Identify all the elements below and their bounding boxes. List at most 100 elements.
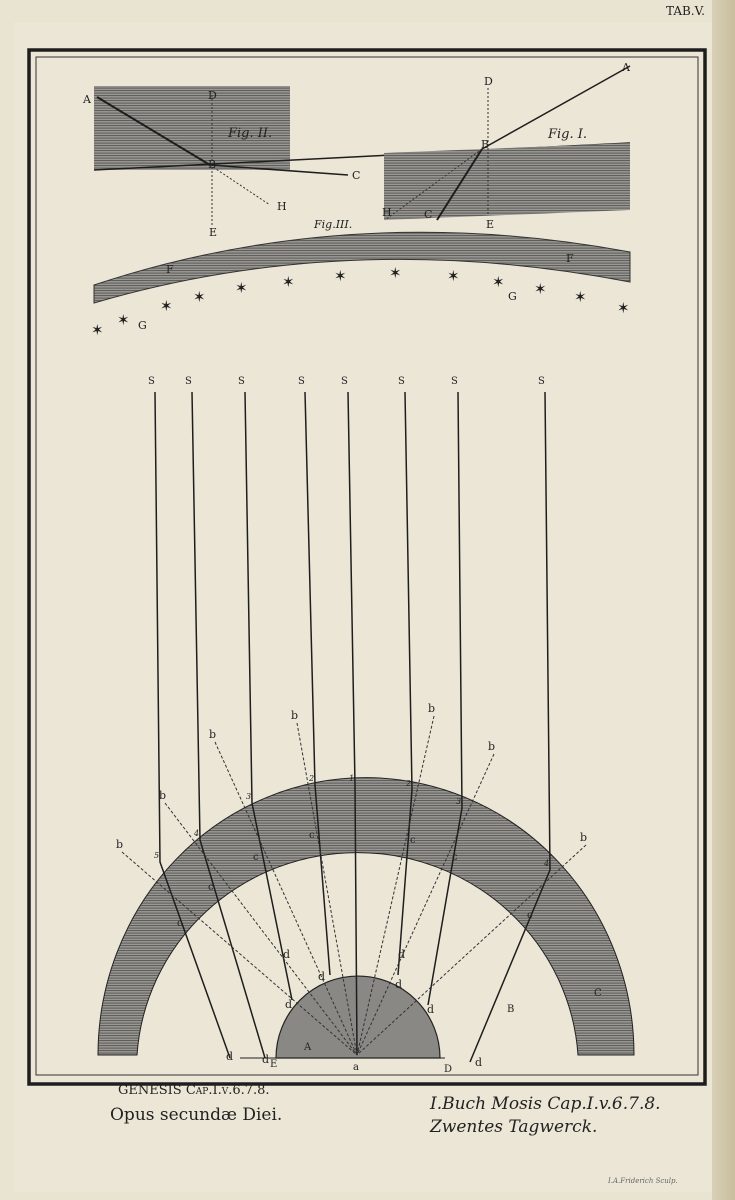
ray-label-b: b xyxy=(291,709,298,722)
ray-label-d: d xyxy=(427,1003,434,1016)
fig3-label: G xyxy=(138,319,147,332)
ray-label-s: S xyxy=(451,376,458,387)
fig2-medium xyxy=(94,86,290,170)
fig1-title: Fig. I. xyxy=(547,127,587,142)
apparent-ray xyxy=(356,753,495,1056)
ray-label-b: b xyxy=(209,728,216,741)
star-icon: ✶ xyxy=(534,280,547,298)
ray-label-s: S xyxy=(538,376,545,387)
ray-label-s: S xyxy=(185,376,192,387)
star-icon: ✶ xyxy=(282,273,295,291)
fig2-label: B xyxy=(208,158,216,171)
apparent-ray xyxy=(356,715,435,1056)
ray-label-s: S xyxy=(398,376,405,387)
star-icon: ✶ xyxy=(574,288,587,306)
star-icon: ✶ xyxy=(91,321,104,339)
ray-label-c: c xyxy=(527,910,533,921)
ray-label-d: d xyxy=(398,948,405,961)
earth-hemisphere xyxy=(275,975,441,1059)
ray-label-d: d xyxy=(283,948,290,961)
star-icon: ✶ xyxy=(447,267,460,285)
point-label: D xyxy=(444,1064,452,1075)
plate-number: TAB.V. xyxy=(665,4,705,18)
ray-number-label: 1 xyxy=(349,774,354,783)
ray-label-b: b xyxy=(428,702,435,715)
light-ray xyxy=(347,391,358,1056)
light-ray xyxy=(191,391,266,1059)
star-icon: ✶ xyxy=(235,279,248,297)
point-label: B xyxy=(507,1004,514,1015)
ray-label-c: c xyxy=(253,852,259,863)
ray-label-b: b xyxy=(580,831,587,844)
star-icon: ✶ xyxy=(117,311,130,329)
light-ray xyxy=(469,391,551,1063)
ray-label-c: c xyxy=(208,882,214,893)
ray-label-s: S xyxy=(148,376,155,387)
fig2-label: C xyxy=(352,169,360,182)
fig2-label: A xyxy=(82,93,92,106)
figure-labels: Fig. II. Fig. I. Fig.III. A D B C H E A D B E C H F F G G S… xyxy=(82,61,631,1075)
fig1-label: H xyxy=(382,206,392,219)
ray-label-c: c xyxy=(309,830,315,841)
ray-label-d: d xyxy=(285,998,292,1011)
star-icon: ✶ xyxy=(617,299,630,317)
star-icon: ✶ xyxy=(193,288,206,306)
fig2-label: H xyxy=(277,200,287,213)
light-ray xyxy=(427,391,463,1006)
fig1-label: D xyxy=(484,75,493,88)
atmosphere-arc xyxy=(97,777,635,1056)
fig2-label: D xyxy=(208,89,217,102)
point-label: A xyxy=(303,1042,312,1053)
apparent-ray xyxy=(214,741,358,1056)
ray-label-s: S xyxy=(341,376,348,387)
fig1-label: B xyxy=(481,138,489,151)
fig3-label: F xyxy=(166,263,174,276)
fig3-title: Fig.III. xyxy=(313,218,352,231)
ray-number-label: 2 xyxy=(308,774,314,783)
light-ray xyxy=(304,391,331,976)
point-label: C xyxy=(594,988,602,999)
ray-number-label: 2 xyxy=(405,779,411,788)
caption-german-reference: I.Buch Mosis Cap.I.v.6.7.8. xyxy=(430,1094,661,1114)
caption-latin-title: Opus secundæ Diei. xyxy=(110,1105,283,1125)
engraver-signature: I.A.Friderich Sculp. xyxy=(608,1177,678,1185)
ray-number-label: 4 xyxy=(543,859,549,868)
fig1-label: A xyxy=(621,61,631,74)
ray-label-c: c xyxy=(410,835,416,846)
stars-group: ✶ ✶ ✶ ✶ ✶ ✶ ✶ ✶ ✶ ✶ ✶ ✶ ✶ xyxy=(91,264,630,339)
ray-label-d: d xyxy=(226,1050,233,1063)
ray-label-d: d xyxy=(475,1056,482,1069)
point-label: E xyxy=(270,1059,277,1070)
star-icon: ✶ xyxy=(160,297,173,315)
apparent-ray xyxy=(356,844,587,1056)
book-spine xyxy=(712,0,735,1200)
fig2-title: Fig. II. xyxy=(227,126,272,141)
fig3-label: F xyxy=(566,252,574,265)
star-icon: ✶ xyxy=(389,264,402,282)
fig2-label: E xyxy=(209,226,217,239)
fig3-atmosphere-band xyxy=(93,231,631,304)
point-label: a xyxy=(353,1062,359,1073)
ray-label-b: b xyxy=(159,789,166,802)
ray-number-label: 4 xyxy=(193,829,199,838)
apparent-ray xyxy=(164,802,358,1056)
ray-number-label: 3 xyxy=(456,797,461,806)
fig3-label: G xyxy=(508,290,517,303)
star-icon: ✶ xyxy=(492,273,505,291)
caption-german-title: Zwentes Tagwerck. xyxy=(430,1117,598,1137)
light-ray xyxy=(154,391,231,1059)
ray-label-b: b xyxy=(116,838,123,851)
fig1-label: E xyxy=(486,218,494,231)
ray-label-d: d xyxy=(262,1053,269,1066)
figure-1 xyxy=(384,65,631,221)
ray-label-c: c xyxy=(452,852,458,863)
ray-label-d: d xyxy=(395,978,402,991)
caption-latin-reference: GENESIS Cap.I.v.6.7.8. xyxy=(118,1083,270,1098)
star-icon: ✶ xyxy=(334,267,347,285)
ray-label-b: b xyxy=(488,740,495,753)
light-rays xyxy=(121,391,587,1063)
outer-frame xyxy=(27,48,707,1086)
light-ray xyxy=(397,391,413,976)
ray-label-s: S xyxy=(298,376,305,387)
